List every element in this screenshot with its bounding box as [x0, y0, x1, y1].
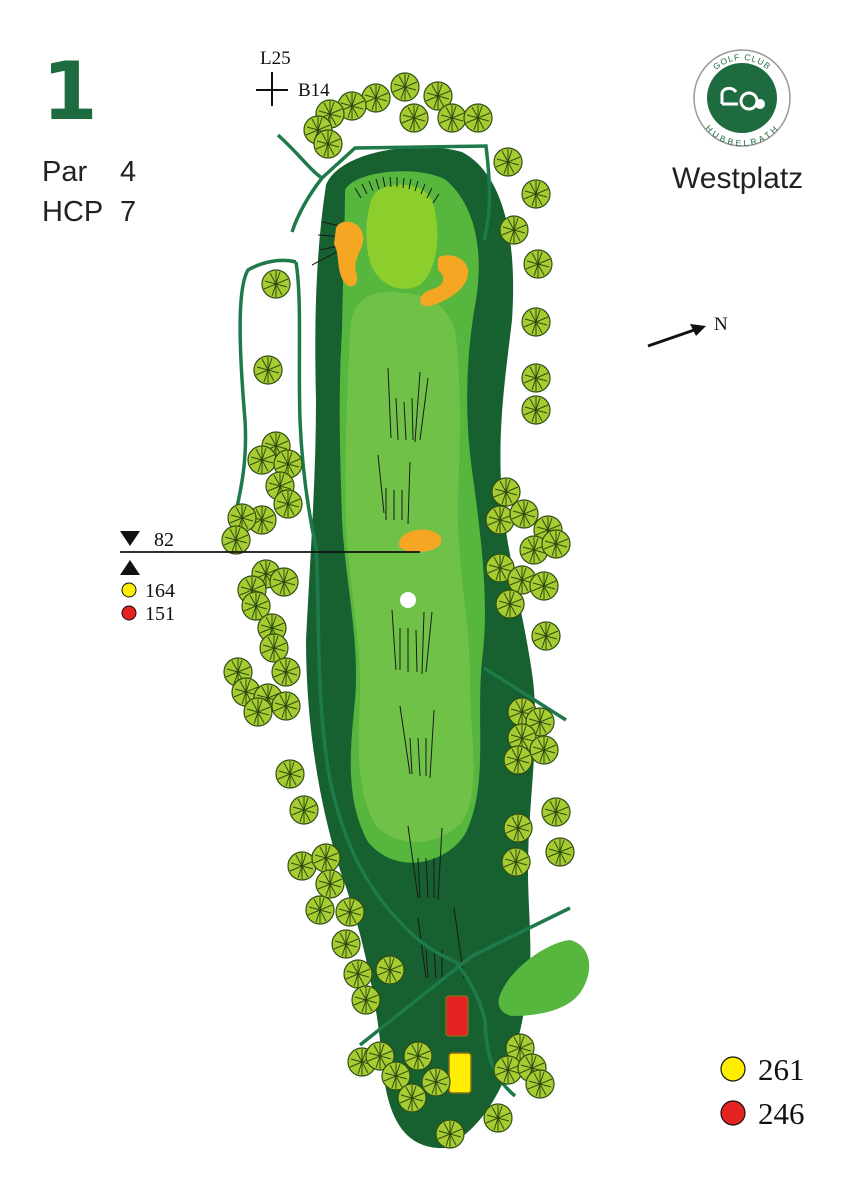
- yellow-tee-distance: 261: [758, 1052, 805, 1087]
- layup-distance: 82: [154, 529, 174, 551]
- north-label: N: [714, 314, 728, 335]
- yellow-tee-icon: [720, 1056, 746, 1082]
- course-name: Westplatz: [672, 162, 804, 195]
- green-slope-marks: [311, 176, 440, 266]
- red-tee-icon: [720, 1100, 746, 1126]
- bunker: [334, 221, 364, 287]
- layup-marker: 82 164 151: [120, 529, 420, 625]
- flag-position: [400, 592, 416, 608]
- cart-paths: [228, 133, 571, 1098]
- par-value: 4: [120, 156, 137, 188]
- par-label: Par: [42, 156, 88, 188]
- north-arrow: N: [647, 314, 728, 348]
- hcp-value: 7: [120, 196, 137, 228]
- putting-green: [366, 184, 438, 289]
- tee-box-yellow: [448, 1052, 472, 1094]
- yellow-dot-icon: [121, 582, 137, 598]
- club-logo: GOLF CLUB HUBBELRATH: [693, 49, 791, 148]
- pin-reference-marker: L25 B14: [256, 48, 330, 106]
- layup-red-remaining: 151: [145, 603, 175, 625]
- hcp-label: HCP: [42, 196, 104, 228]
- hole-number: 1: [42, 45, 98, 138]
- practice-green: [498, 940, 590, 1016]
- bunker: [398, 529, 442, 552]
- down-arrow-icon: [120, 531, 140, 546]
- pin-breadth-label: B14: [298, 80, 330, 101]
- red-dot-icon: [121, 605, 137, 621]
- pin-long-label: L25: [260, 48, 291, 69]
- fairway-slope-marks: [377, 367, 465, 979]
- tee-legend: 261 246: [720, 1052, 805, 1131]
- layup-yellow-remaining: 164: [145, 580, 175, 602]
- up-arrow-icon: [120, 560, 140, 575]
- tee-box-red: [445, 995, 469, 1037]
- red-tee-distance: 246: [758, 1096, 805, 1131]
- fairway-band: [345, 291, 474, 843]
- bunker: [420, 255, 469, 307]
